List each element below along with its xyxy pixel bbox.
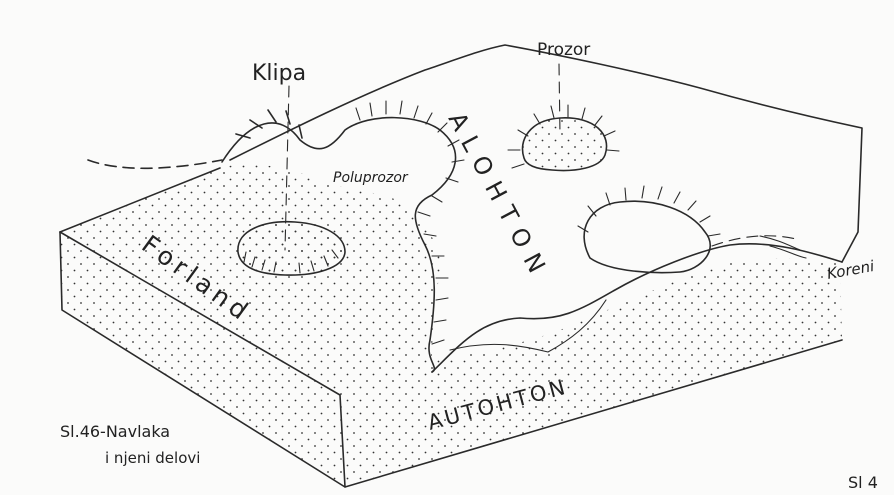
caption-line-1: Sl.46-Navlaka [60,422,170,441]
koreni-label: Koreni [826,257,877,283]
dashed-trace-left [88,160,222,168]
poluprozor-label: Poluprozor [333,170,409,186]
klipa-label: Klipa [252,61,306,86]
prozor-label: Prozor [537,40,590,60]
right-hill-outline [584,201,710,272]
right-hill-hachures [578,186,720,236]
corner-text: Sl 4 [848,473,878,492]
caption-line-2: i njeni delovi [105,449,200,467]
